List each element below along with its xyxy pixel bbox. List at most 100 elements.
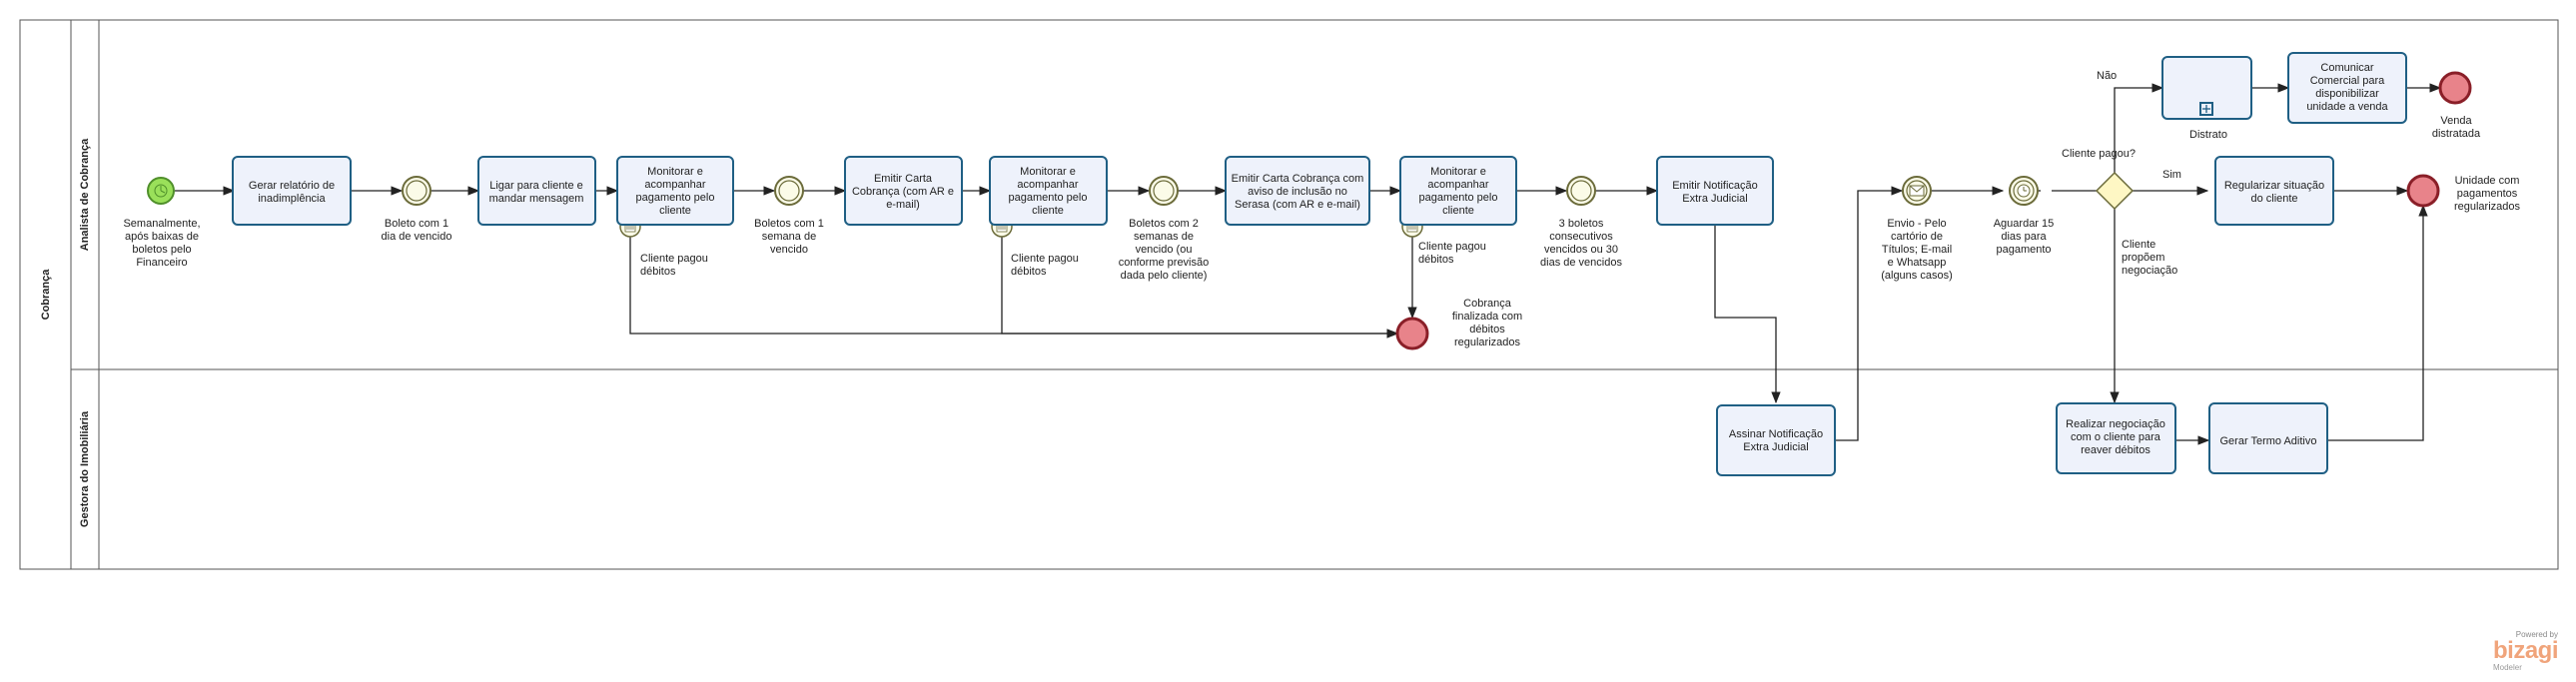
message-event-label-line-4: e Whatsapp <box>1888 257 1947 269</box>
start-event-label-line-2: após baixas de <box>125 231 199 243</box>
task-emitir-carta-serasa-line-3: Serasa (com AR e e-mail) <box>1235 199 1360 211</box>
timer-5-label-line-3: pagamento <box>1996 244 2051 256</box>
task-emitir-carta-serasa-line-2: aviso de inclusão no <box>1248 186 1347 198</box>
end-event-2[interactable] <box>2438 71 2472 105</box>
end-event-1[interactable] <box>1395 317 1429 350</box>
end-event-1-label-line-3: débitos <box>1469 324 1505 336</box>
conditional-2-label-line-1: Cliente pagou <box>1011 253 1079 265</box>
gateway-negotiation-label-line-3: negociação <box>2122 265 2177 277</box>
clock-icon <box>2017 184 2031 198</box>
task-emitir-carta-line-3: e-mail) <box>886 199 920 211</box>
message-event-label-line-5: (alguns casos) <box>1881 270 1953 282</box>
task-regularizar-situacao-line-1: Regularizar situação <box>2224 180 2324 192</box>
task-ligar-cliente-line-1: Ligar para cliente e <box>489 180 583 192</box>
start-event-label-line-1: Semanalmente, <box>123 218 200 230</box>
exclusive-gateway[interactable] <box>2095 171 2135 211</box>
timer-5-label-line-1: Aguardar 15 <box>1994 218 2055 230</box>
subprocess-plus-icon <box>2199 102 2213 116</box>
timer-3-label-line-3: vencido (ou <box>1136 244 1193 256</box>
timer-event-2[interactable] <box>774 176 804 206</box>
subprocess-distrato[interactable] <box>2161 56 2252 120</box>
brand-product: Modeler <box>2492 663 2522 672</box>
task-ligar-cliente-line-2: mandar mensagem <box>489 193 584 205</box>
end-event-3[interactable] <box>2406 174 2440 208</box>
task-monitorar-1-line-4: cliente <box>659 205 691 217</box>
end-event-3-label-line-1: Unidade com <box>2455 175 2520 187</box>
task-comunicar-comercial-line-2: Comercial para <box>2310 75 2385 87</box>
task-monitorar-3-line-4: cliente <box>1442 205 1474 217</box>
end-event-2-label-line-2: distratada <box>2432 128 2481 140</box>
task-monitorar-2-line-3: pagamento pelo <box>1009 192 1088 204</box>
gateway-no-label: Não <box>2097 70 2117 82</box>
timer-event-5[interactable] <box>2009 176 2039 206</box>
start-event-label-line-3: boletos pelo <box>132 244 191 256</box>
timer-4-label-line-4: dias de vencidos <box>1540 257 1622 269</box>
task-monitorar-3-line-2: acompanhar <box>1427 179 1488 191</box>
task-emitir-notificacao-line-2: Extra Judicial <box>1682 193 1747 205</box>
conditional-1-label-line-2: débitos <box>640 266 676 278</box>
start-event[interactable] <box>147 177 175 205</box>
task-monitorar-2-line-2: acompanhar <box>1017 179 1078 191</box>
task-regularizar-situacao-line-2: do cliente <box>2250 193 2297 205</box>
task-monitorar-1-line-3: pagamento pelo <box>636 192 715 204</box>
timer-4-label-line-2: consecutivos <box>1549 231 1613 243</box>
task-emitir-notificacao-line-1: Emitir Notificação <box>1672 180 1758 192</box>
task-monitorar-1-line-1: Monitorar e <box>647 166 703 178</box>
task-monitorar-2-line-1: Monitorar e <box>1020 166 1076 178</box>
task-assinar-notificacao-line-2: Extra Judicial <box>1743 441 1808 453</box>
task-gerar-relatorio-line-1: Gerar relatório de <box>249 180 335 192</box>
timer-event-1[interactable] <box>402 176 431 206</box>
message-event-label-line-3: Títulos; E-mail <box>1882 244 1952 256</box>
task-gerar-termo[interactable]: Gerar Termo Aditivo <box>2208 402 2328 474</box>
timer-2-label-line-1: Boletos com 1 <box>754 218 824 230</box>
lane-label-gestora: Gestora do Imobiliária <box>79 410 91 527</box>
pool: Cobrança Analista de Cobrança Gestora do… <box>19 19 2559 570</box>
task-monitorar-3-line-3: pagamento pelo <box>1419 192 1498 204</box>
task-comunicar-comercial-line-3: disponibilizar <box>2315 88 2379 100</box>
lane-label-analista: Analista de Cobrança <box>79 138 91 251</box>
gateway-negotiation-label-line-2: propõem <box>2122 252 2164 264</box>
pool-label: Cobrança <box>40 269 52 321</box>
bizagi-logo: Powered by bizagi Modeler <box>2492 630 2559 672</box>
message-event-label-line-2: cartório de <box>1891 231 1943 243</box>
timer-3-label-line-5: dada pelo cliente) <box>1121 270 1208 282</box>
task-realizar-negociacao-line-3: reaver débitos <box>2081 444 2150 456</box>
timer-event-3[interactable] <box>1149 176 1179 206</box>
timer-event-4[interactable] <box>1566 176 1596 206</box>
conditional-3-label-line-2: débitos <box>1418 254 1454 266</box>
task-comunicar-comercial-line-4: unidade a venda <box>2306 101 2388 113</box>
task-monitorar-2-line-4: cliente <box>1032 205 1064 217</box>
svg-text:Gerar Termo Aditivo: Gerar Termo Aditivo <box>2219 435 2316 447</box>
message-event[interactable] <box>1902 176 1932 206</box>
